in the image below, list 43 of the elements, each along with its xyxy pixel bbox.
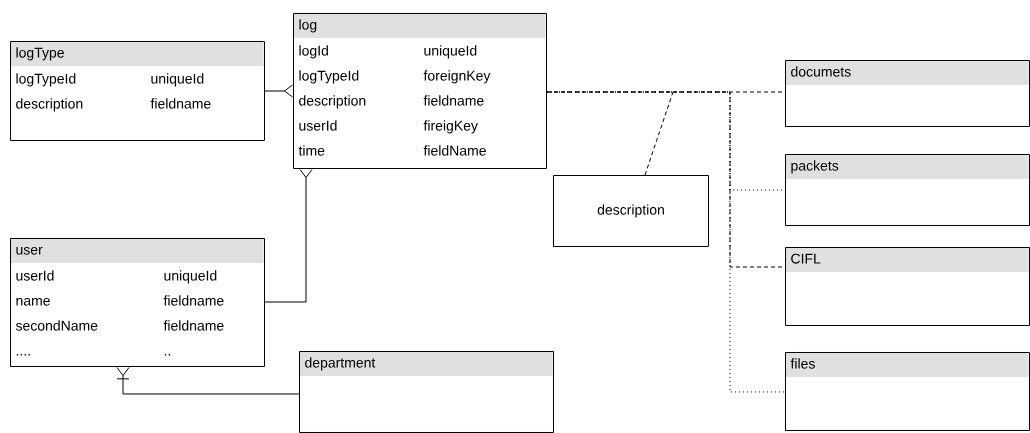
field-type: fieldname	[423, 95, 484, 106]
field-type: uniqueId	[151, 73, 204, 87]
relationship-line	[116, 367, 300, 395]
field-name: ....	[16, 354, 30, 356]
entity-table	[785, 247, 1030, 326]
field-type: fieldname	[150, 98, 211, 109]
entity-table	[785, 60, 1030, 127]
field-name: description	[16, 98, 83, 112]
table-title: packets	[791, 160, 839, 174]
field-type: fieldname	[163, 320, 224, 331]
table-title: files	[790, 358, 815, 369]
relationship-line	[264, 84, 293, 98]
field-name: description	[299, 95, 366, 109]
field-name: userId	[299, 120, 337, 131]
relationship-line	[264, 169, 313, 303]
field-name: secondName	[15, 320, 98, 331]
field-type: fieldname	[163, 295, 224, 306]
field-name: logId	[299, 45, 328, 59]
table-title: log	[299, 19, 317, 33]
field-type: fireigKey	[423, 120, 478, 134]
entity-table	[785, 154, 1030, 226]
entity-table	[293, 13, 547, 169]
connector-line	[644, 91, 674, 176]
table-title: CIFL	[791, 253, 821, 264]
table-title: documets	[791, 66, 851, 77]
table-title: logType	[16, 47, 64, 61]
field-name: time	[298, 145, 325, 156]
entity-table	[785, 352, 1030, 431]
field-type: fieldName	[423, 145, 486, 156]
field-name: userId	[16, 270, 54, 281]
entity-table	[10, 238, 265, 367]
field-type: ..	[164, 354, 170, 356]
field-name: logTypeId	[299, 70, 359, 84]
field-name: name	[16, 297, 50, 306]
entity-table	[10, 41, 265, 141]
table-title: department	[305, 357, 376, 371]
field-type: uniqueId	[164, 270, 217, 284]
attribute-box: description	[553, 175, 709, 247]
field-type: uniqueId	[424, 45, 477, 59]
entity-table	[299, 351, 554, 433]
field-type: foreignKey	[423, 70, 491, 84]
field-name: logTypeId	[16, 73, 76, 87]
table-title: user	[16, 246, 43, 255]
